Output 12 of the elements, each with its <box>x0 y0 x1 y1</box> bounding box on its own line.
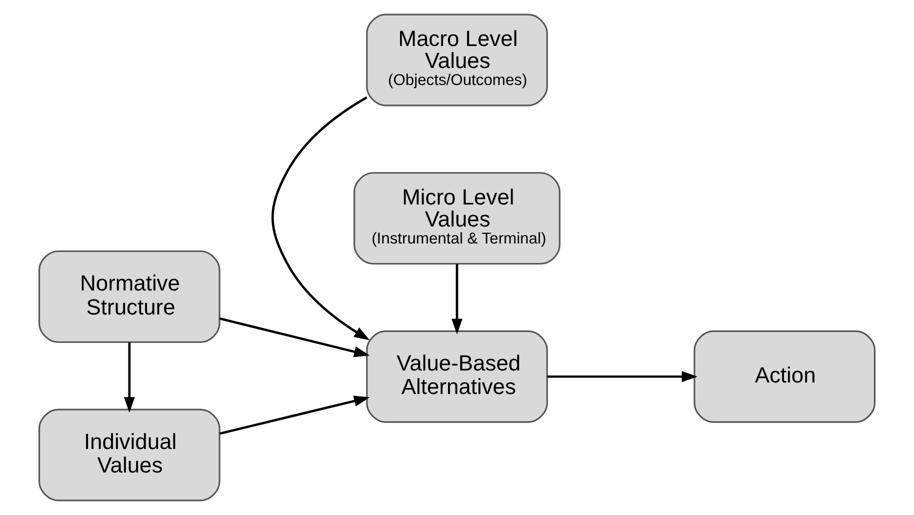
arrow <box>547 371 698 382</box>
node-box: Macro Level Values (Objects/Outcomes) <box>366 14 548 106</box>
node-box: Micro Level Values (Instrumental & Terminal) <box>354 172 560 265</box>
arrow <box>271 96 370 340</box>
node-box: Normative Structure <box>38 250 220 343</box>
arrow <box>452 264 462 334</box>
arrow <box>124 342 135 413</box>
node-box: Individual Values <box>38 408 220 502</box>
arrow <box>219 317 370 358</box>
node-box: Action <box>694 330 876 423</box>
arrow <box>219 396 370 435</box>
node-box: Value-Based Alternatives <box>366 330 548 423</box>
